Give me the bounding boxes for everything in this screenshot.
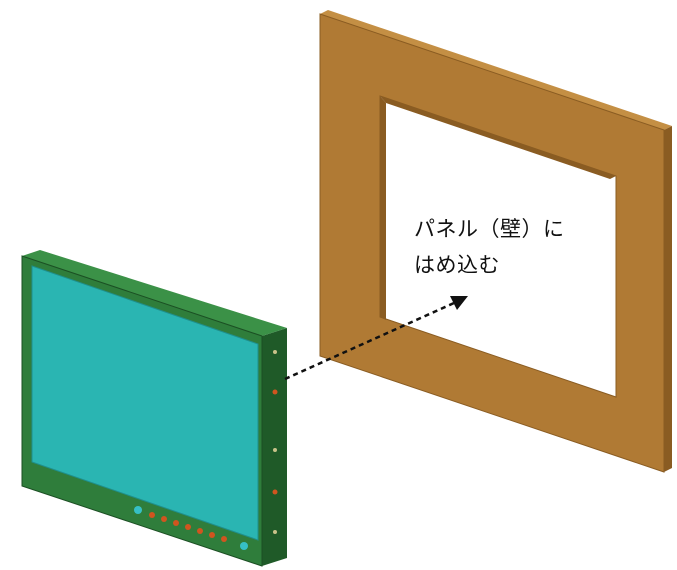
insert-arrow-line — [284, 301, 455, 381]
monitor-led-left — [134, 506, 142, 514]
insert-arrow-head — [450, 296, 468, 310]
monitor-button — [161, 516, 167, 522]
insert-arrow — [284, 296, 468, 381]
monitor-button — [197, 528, 203, 534]
panel-monitor — [21, 250, 287, 567]
wall-panel-inner-edge-left — [380, 96, 386, 320]
annotation-line-2: はめ込む — [414, 253, 500, 277]
monitor-top — [22, 250, 287, 336]
monitor-led-right — [240, 542, 248, 550]
monitor-button — [173, 520, 179, 526]
wall-panel-inner-edge-top — [380, 96, 616, 179]
wall-panel-side — [320, 10, 672, 130]
annotation-line-1: パネル（壁）に — [414, 217, 565, 241]
monitor-side-dot — [273, 530, 277, 534]
monitor-button — [149, 512, 155, 518]
monitor-side-dot — [273, 448, 277, 452]
monitor-button — [209, 532, 215, 538]
monitor-side — [262, 328, 287, 566]
wall-panel-right-edge — [664, 126, 672, 472]
monitor-side-dot — [272, 489, 278, 495]
monitor-button — [221, 536, 227, 542]
monitor-button — [185, 524, 191, 530]
monitor-side-dot — [273, 350, 277, 354]
wall-panel — [319, 10, 672, 473]
monitor-screen — [31, 265, 259, 541]
monitor-side-dot — [272, 389, 278, 395]
